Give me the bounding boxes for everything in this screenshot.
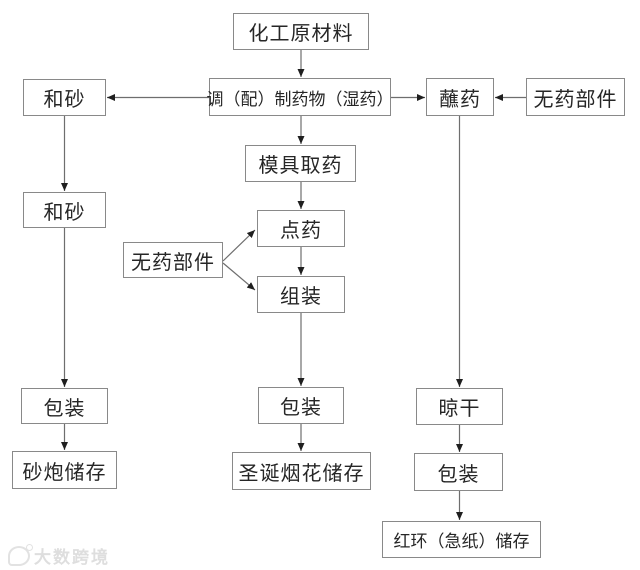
node-mold-take-chemical: 模具取药 [245,145,356,182]
node-packing-center: 包装 [258,387,344,424]
node-sand-mixing-2: 和砂 [23,192,106,228]
node-mix-prepare-chemical: 调（配）制药物（湿药） [207,78,394,116]
node-red-ring-storage: 红环（急纸）储存 [382,521,541,558]
node-no-chemical-parts-mid: 无药部件 [123,242,223,278]
watermark-text: 大数跨境 [34,548,110,567]
node-packing-left: 包装 [21,388,108,424]
connector-nochem-to-assemble [222,262,256,291]
node-sand-cracker-storage: 砂炮储存 [12,451,117,489]
node-no-chemical-parts-right: 无药部件 [526,78,625,116]
node-packing-right: 包装 [414,453,503,491]
node-christmas-fireworks-storage: 圣诞烟花储存 [232,452,371,490]
node-dip-chemical: 蘸药 [426,78,494,116]
node-dot-chemical: 点药 [257,210,345,247]
node-sand-mixing-1: 和砂 [23,79,106,116]
connector-nochem-to-dot [222,229,256,262]
node-chemical-raw-materials: 化工原材料 [233,13,369,50]
node-assemble: 组装 [257,276,345,313]
node-drying: 晾干 [416,388,503,425]
watermark: 大数跨境 [8,543,110,568]
watermark-logo-icon [8,543,33,566]
